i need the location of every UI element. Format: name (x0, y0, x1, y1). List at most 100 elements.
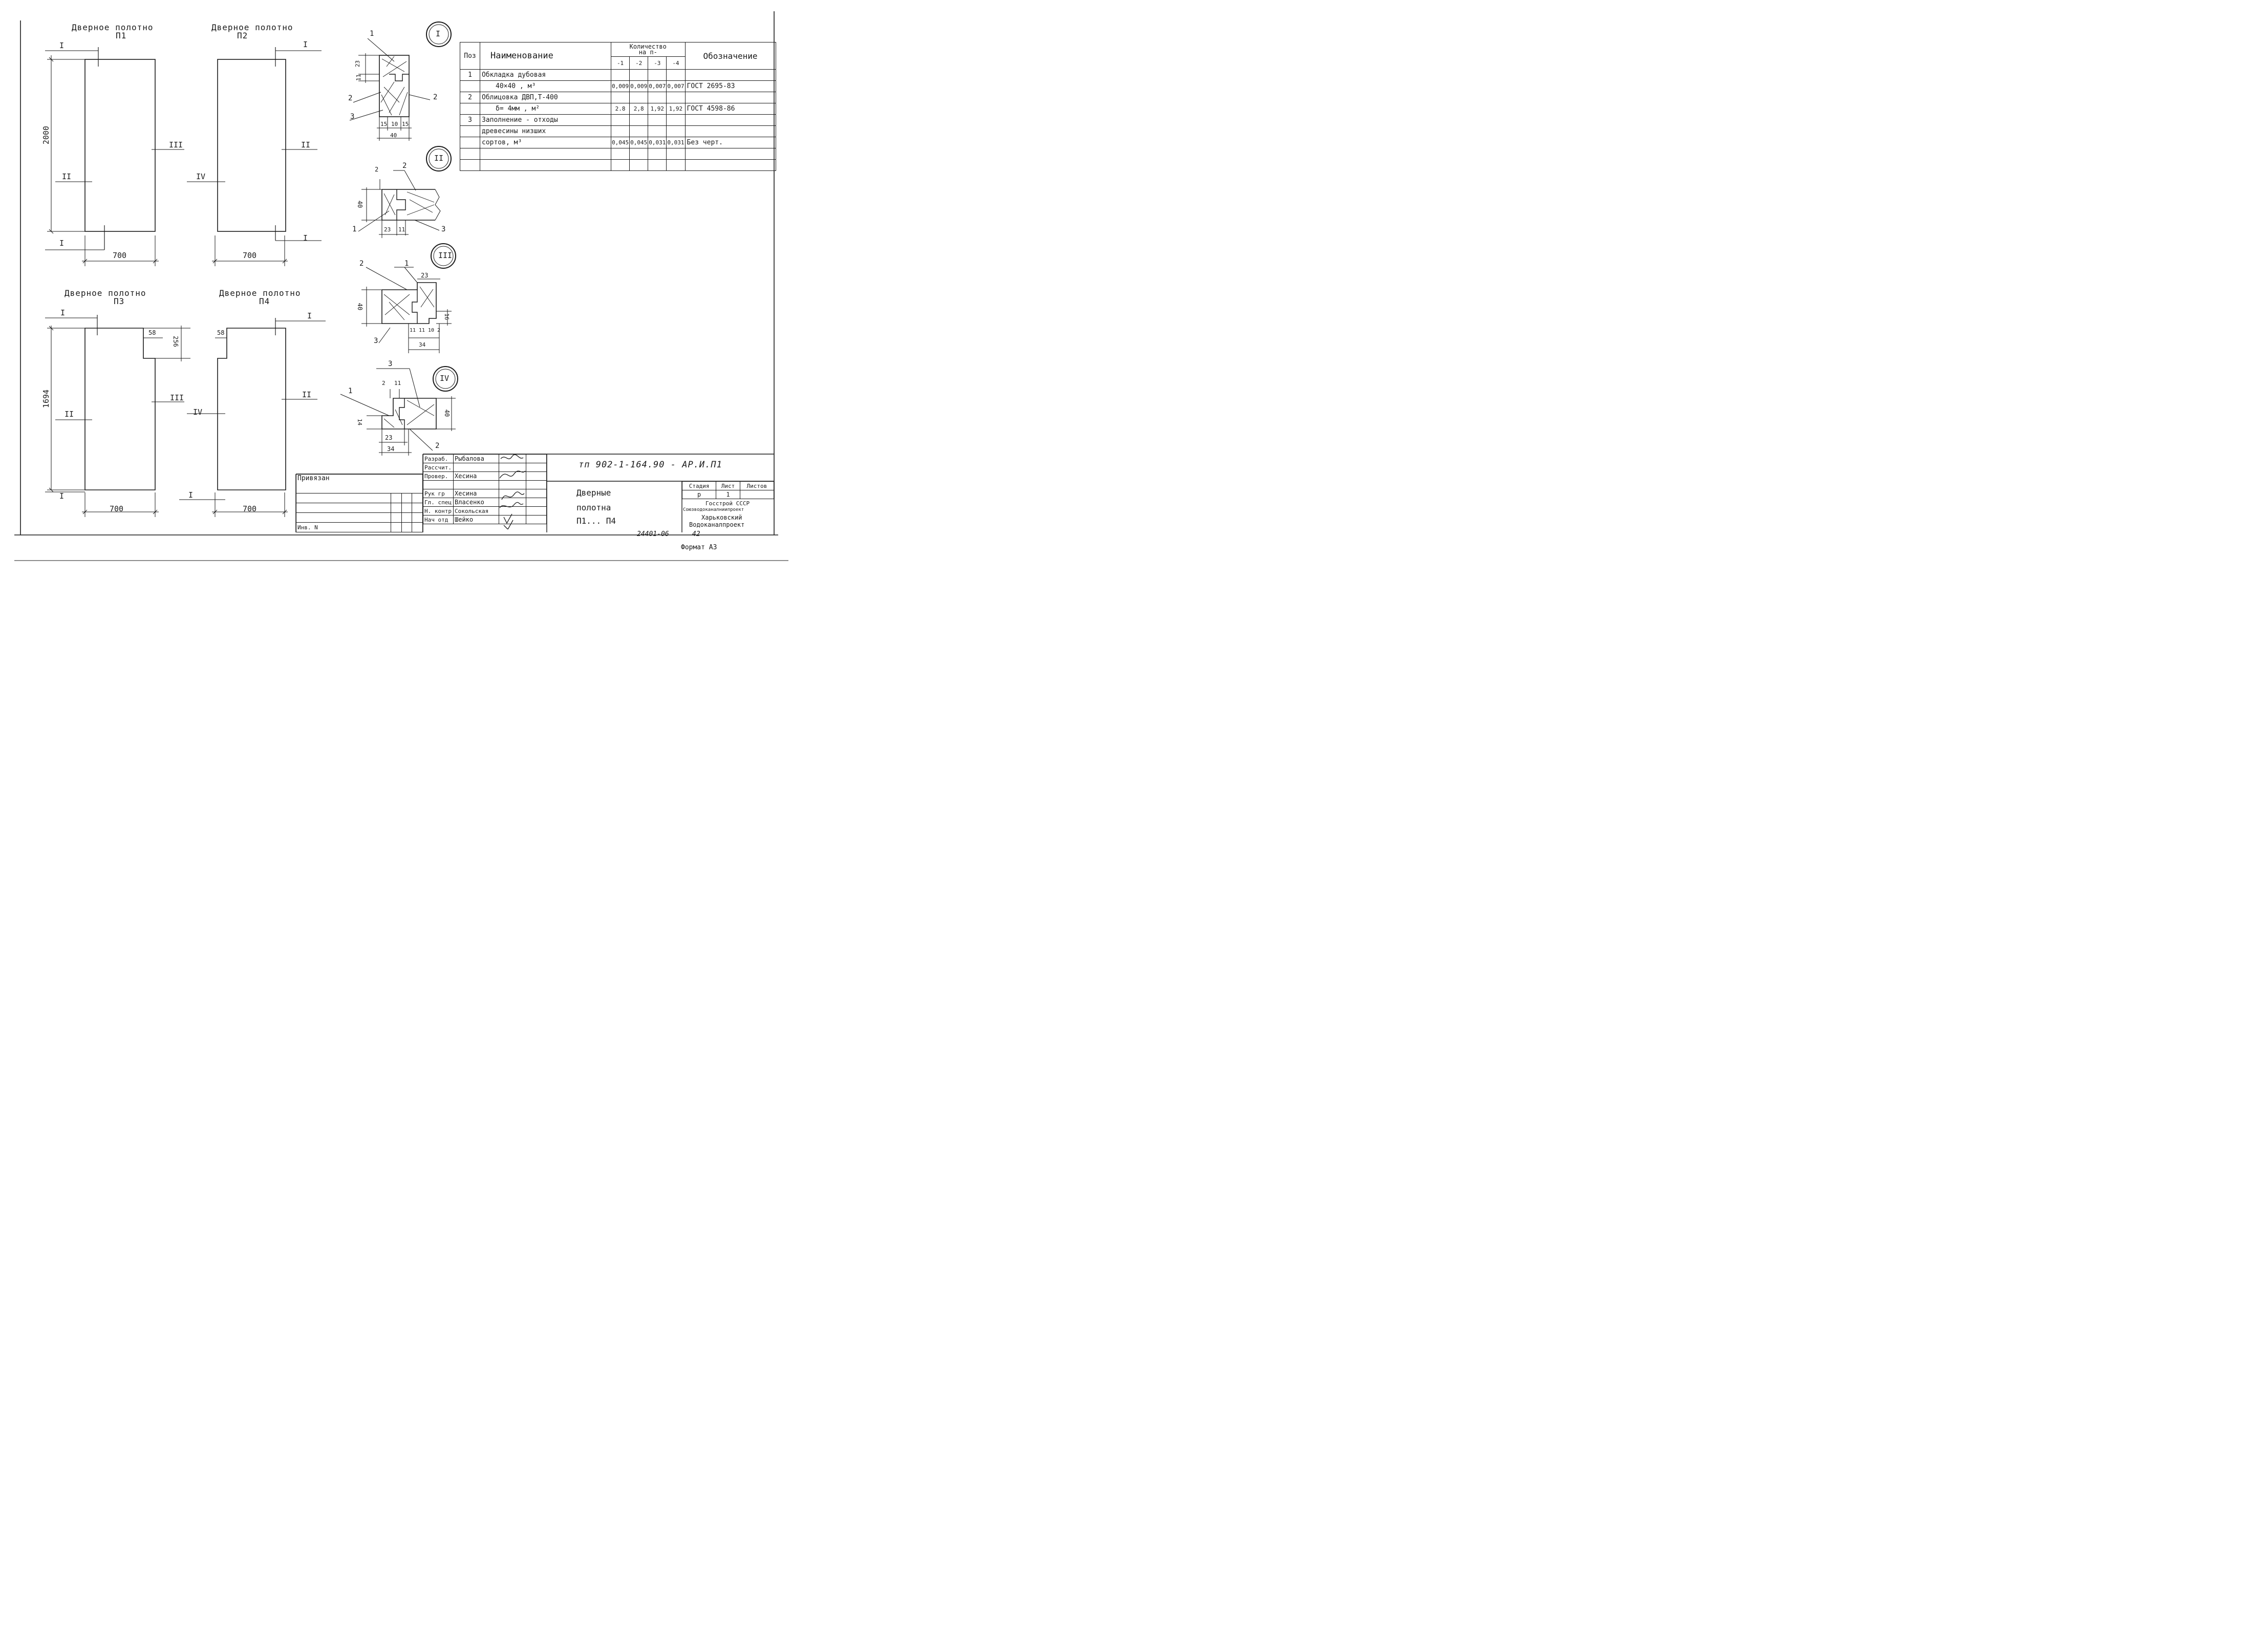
row-name: Заполнение - отходы (480, 114, 611, 126)
section-2-dim-40: 40 (356, 200, 364, 208)
section-1-callout-3: 3 (350, 113, 355, 121)
row-qty (629, 148, 649, 160)
row-qty (648, 114, 667, 126)
p4-mark-bottom: I (188, 490, 194, 500)
row-qty: 1,92 (648, 103, 667, 115)
row-designation (684, 69, 776, 81)
p3-notch-width: 58 (148, 329, 156, 336)
p1-width-dim: 700 (113, 251, 127, 260)
row-qty (666, 69, 686, 81)
table-row: δ= 4мм , м² 2.8 2,8 1,92 1,92 ГОСТ 4598-… (460, 103, 776, 115)
row-qty: 0,009 (610, 80, 630, 92)
p2-mark-bottom: I (303, 233, 308, 243)
role-label: Разраб. (423, 454, 454, 463)
p1-title: Дверное полотно (72, 23, 154, 32)
row-qty: 0,007 (648, 80, 667, 92)
person-name: Хесина (453, 471, 499, 481)
section-4-dim-34: 34 (387, 445, 395, 453)
row-qty (648, 148, 667, 160)
row-qty (648, 69, 667, 81)
stage-value: р (681, 490, 717, 499)
p3-notch-height: 256 (172, 336, 179, 347)
row-designation (684, 125, 776, 137)
door-panel-p3 (45, 315, 190, 517)
section-3 (361, 243, 456, 353)
p3-height-dim: 1694 (41, 389, 51, 409)
row-pos (460, 103, 480, 115)
row-qty: 0,007 (666, 80, 686, 92)
table-row: 1 Обкладка дубовая (460, 69, 776, 81)
date (526, 515, 547, 524)
p1-mark-top: I (59, 41, 65, 50)
signature-row: Рассчит. (423, 463, 547, 472)
row-designation (684, 148, 776, 160)
row-designation (684, 159, 776, 171)
row-qty: 0,031 (666, 137, 686, 148)
section-1-mark: I (436, 29, 441, 38)
section-1-dim-40: 40 (390, 132, 397, 139)
row-qty (610, 92, 630, 103)
section-4-dim-11: 11 (394, 380, 401, 386)
sheets-value (739, 490, 775, 499)
qty-col-1: -1 (610, 56, 630, 70)
row-qty (648, 159, 667, 171)
row-name: δ= 4мм , м² (480, 103, 611, 115)
section-2-dim-23: 23 (384, 226, 391, 233)
section-3-callout-1: 1 (404, 260, 409, 268)
col-designation-header: Обозначение (684, 42, 776, 70)
section-2-callout-1: 1 (352, 225, 357, 233)
section-2-callout-2b: 2 (375, 166, 379, 173)
row-qty (629, 114, 649, 126)
section-4-dim-40: 40 (443, 409, 451, 417)
specification-table: Поз Наименование Количество на п- Обозна… (460, 41, 776, 171)
date (526, 498, 547, 507)
row-qty: 0,045 (610, 137, 630, 148)
row-qty (666, 92, 686, 103)
row-qty: 1,92 (666, 103, 686, 115)
row-pos: 3 (460, 114, 480, 126)
p2-mark-left: IV (196, 172, 206, 181)
sheet-format: Формат А3 (681, 544, 717, 551)
p4-mark-left: IV (193, 407, 203, 417)
section-4-callout-2: 2 (435, 442, 440, 450)
person-name: Рыбалова (453, 454, 499, 463)
person-name: Власенко (453, 498, 499, 507)
row-qty: 0,045 (629, 137, 649, 148)
qty-header-line2: на п- (638, 48, 657, 56)
section-1-dim-11: 11 (355, 74, 362, 81)
date (526, 480, 547, 489)
row-pos (460, 148, 480, 160)
date (526, 454, 547, 463)
signature-row: Разраб. Рыбалова (423, 454, 547, 463)
date (526, 463, 547, 472)
qty-col-2: -2 (629, 56, 649, 70)
table-row: 40×40 , м³ 0,009 0,009 0,007 0,007 ГОСТ … (460, 80, 776, 92)
role-label: Провер. (423, 471, 454, 481)
row-designation (684, 114, 776, 126)
role-label: Рассчит. (423, 463, 454, 472)
document-name-line2: полотна (576, 503, 611, 512)
row-designation: Без черт. (684, 137, 776, 148)
row-qty (610, 159, 630, 171)
person-name (453, 463, 499, 472)
binding-label: Привязан (296, 474, 423, 493)
p1-height-dim: 2000 (41, 125, 51, 145)
role-label (423, 480, 454, 489)
row-qty (648, 92, 667, 103)
row-pos (460, 80, 480, 92)
row-qty (610, 69, 630, 81)
p1-subtitle: П1 (116, 31, 127, 40)
section-4-callout-1: 1 (348, 387, 353, 395)
section-1-callout-2b: 2 (433, 93, 438, 101)
section-4-dim-2: 2 (382, 380, 386, 386)
row-designation: ГОСТ 2695-83 (684, 80, 776, 92)
row-name: древесины низших (480, 125, 611, 137)
table-row: 2 Облицовка ДВП,Т-400 (460, 92, 776, 103)
row-qty: 0,031 (648, 137, 667, 148)
p4-mark-right: II (302, 390, 312, 399)
person-name (453, 480, 499, 489)
p3-subtitle: П3 (114, 296, 125, 306)
door-panel-p2 (187, 47, 322, 266)
person-name: Хесина (453, 489, 499, 498)
organization-line3: Харьковский (701, 514, 742, 521)
